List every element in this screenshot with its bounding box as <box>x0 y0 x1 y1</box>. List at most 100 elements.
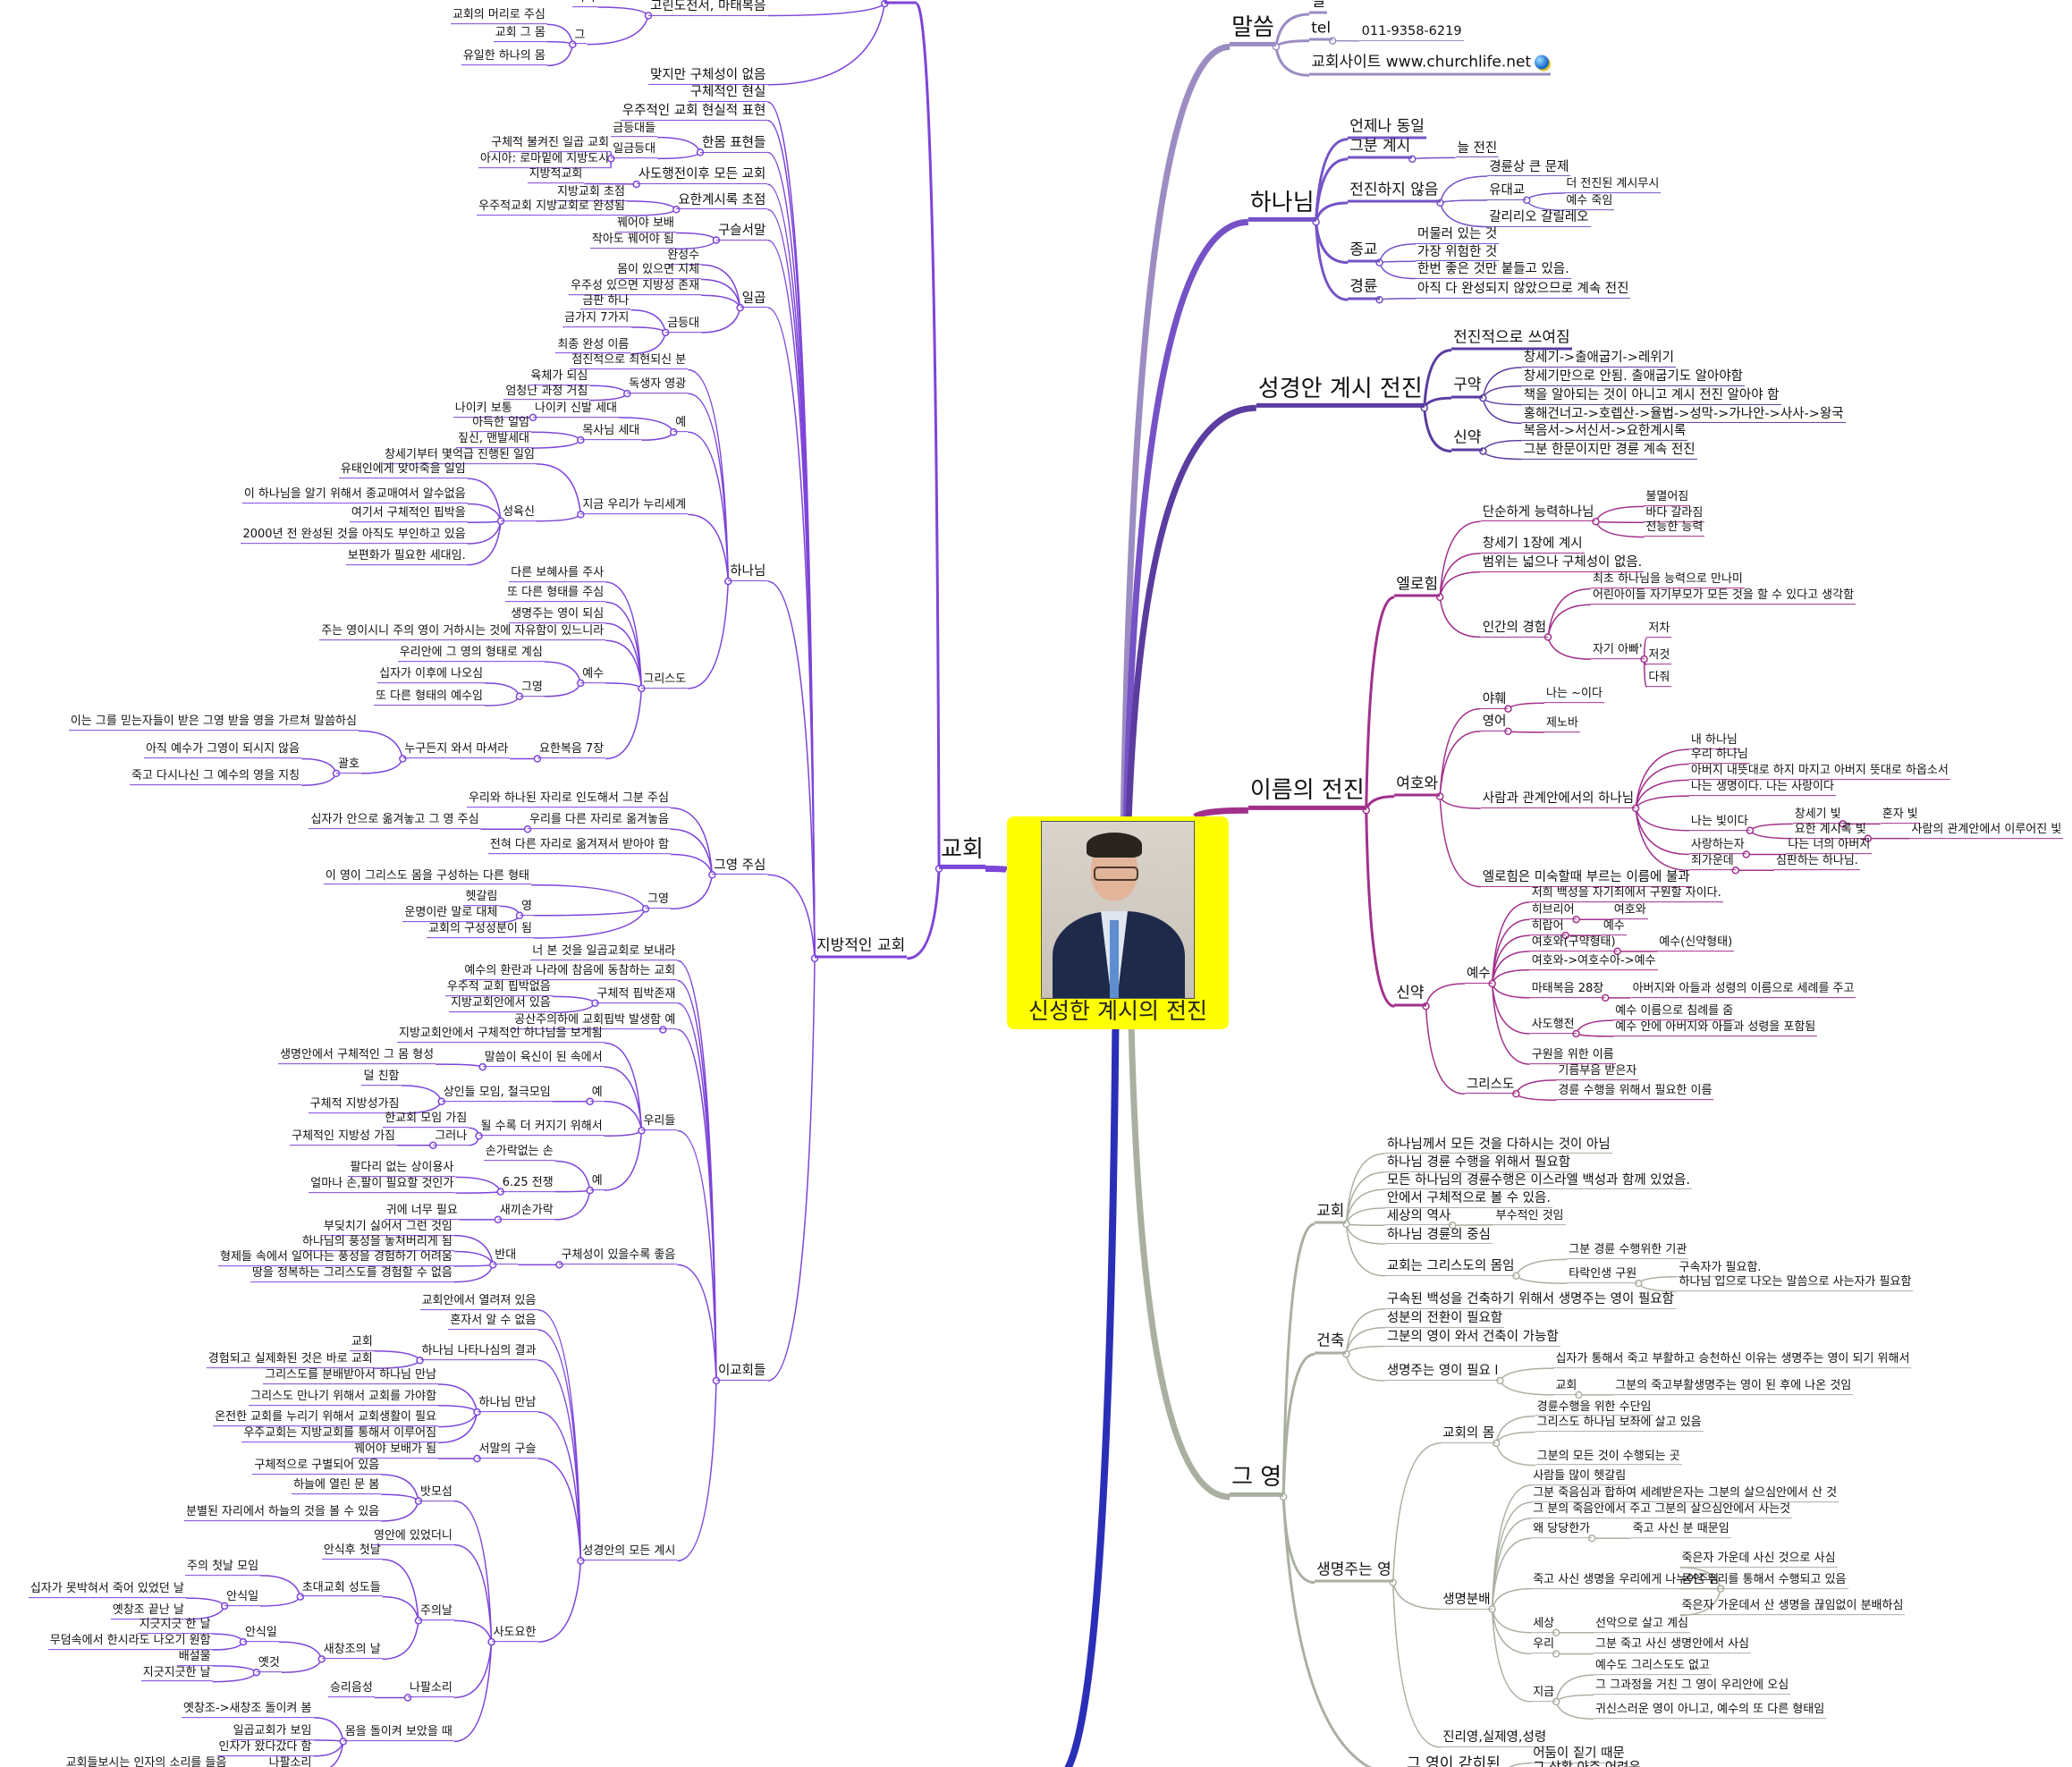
topic-node[interactable]: 엘로힘 <box>1394 576 1441 597</box>
topic-node[interactable]: 하나님 입으로 나오는 말씀으로 사는자가 필요함 <box>1677 1275 1914 1292</box>
collapse-toggle[interactable] <box>1587 1534 1596 1543</box>
topic-node[interactable]: 인자가 왔다갔다 함 <box>216 1740 314 1756</box>
topic-node[interactable]: 반대 <box>493 1248 519 1265</box>
topic-node[interactable]: 가장 위험한 것 <box>1416 245 1500 262</box>
topic-node[interactable]: 그분의 죽고부활생명주는 영이 된 후에 나온 것임 <box>1613 1379 1854 1395</box>
topic-node[interactable]: 그분의 모든 것이 수행되는 곳 <box>1535 1450 1682 1466</box>
collapse-toggle[interactable] <box>494 1215 503 1224</box>
topic-node[interactable]: 저것 <box>1646 648 1672 665</box>
topic-node[interactable]: 경륜상 큰 문제 <box>1487 159 1571 177</box>
topic-node[interactable]: 머물러 있는 것 <box>1416 227 1500 244</box>
topic-node[interactable]: 온전한 교회를 누리기 위해서 교회생활이 필요 <box>213 1411 439 1427</box>
topic-node[interactable]: 새창조의 날 <box>321 1643 383 1660</box>
topic-node[interactable]: 주의 첫날 모임 <box>185 1560 261 1576</box>
collapse-toggle[interactable] <box>488 1261 497 1269</box>
topic-node[interactable]: 전진하지 않음 <box>1348 182 1441 203</box>
topic-node[interactable]: 교회 <box>1553 1379 1579 1395</box>
topic-node[interactable]: 하나님 나타나심의 결과 <box>419 1344 538 1361</box>
topic-node[interactable]: 유대교 <box>1487 183 1527 200</box>
topic-node[interactable]: 성경안의 모든 계시 <box>580 1545 678 1561</box>
collapse-toggle[interactable] <box>672 206 681 214</box>
collapse-toggle[interactable] <box>1552 1650 1560 1658</box>
collapse-toggle[interactable] <box>1552 1628 1560 1636</box>
collapse-toggle[interactable] <box>533 755 542 763</box>
collapse-toggle[interactable] <box>1488 1605 1496 1613</box>
collapse-toggle[interactable] <box>569 40 577 48</box>
topic-node[interactable]: 교회 그 몸 <box>493 26 547 42</box>
topic-node[interactable]: 예수 <box>580 667 606 683</box>
branch-topic-names[interactable]: 이름의 전진 <box>1247 777 1366 811</box>
topic-node[interactable]: 아득한 일임 <box>470 416 531 433</box>
topic-node[interactable]: 창세기 빛 <box>1792 807 1843 824</box>
topic-node[interactable]: 요한 계시록 빛 <box>1792 823 1868 839</box>
topic-node[interactable]: 죽은자 가운데 사신 것으로 사심 <box>1679 1551 1838 1568</box>
topic-node[interactable]: 성분의 전환이 필요함 <box>1384 1311 1505 1328</box>
topic-node[interactable]: 최초 하나님을 능력으로 만나미 <box>1591 573 1745 589</box>
topic-node[interactable]: 목사님 세대 <box>580 424 642 441</box>
collapse-toggle[interactable] <box>1561 931 1569 940</box>
topic-node[interactable]: 안에서 구체적으로 볼 수 있음. <box>1384 1191 1552 1209</box>
topic-node[interactable]: 창세기부터 몇억급 진행된 일임 <box>383 448 537 464</box>
topic-node[interactable]: 그리스도 만나기 위해서 교회를 가야함 <box>249 1390 439 1406</box>
collapse-toggle[interactable] <box>473 1454 481 1463</box>
topic-node[interactable]: 예수도 그리스도도 없고 <box>1594 1659 1712 1676</box>
collapse-toggle[interactable] <box>317 1655 326 1663</box>
topic-node[interactable]: 나팔소리 <box>408 1682 454 1698</box>
topic-node[interactable]: 히브리어 <box>1529 903 1577 920</box>
topic-node[interactable]: 새끼손가락 <box>497 1204 555 1220</box>
collapse-toggle[interactable] <box>487 1637 495 1646</box>
collapse-toggle[interactable] <box>577 679 585 688</box>
topic-node[interactable]: 아직 예수가 그영이 되시지 않음 <box>144 743 302 759</box>
collapse-toggle[interactable] <box>641 905 650 913</box>
topic-node[interactable]: 구체적 지방성가짐 <box>308 1097 402 1114</box>
topic-node[interactable]: 생명안에서 구체적인 그 몸 형성 <box>278 1048 436 1065</box>
topic-node[interactable]: 구슬서말 <box>715 224 768 241</box>
collapse-toggle[interactable] <box>1512 1272 1520 1280</box>
topic-node[interactable]: 한교회 모임 가짐 <box>383 1112 469 1129</box>
central-topic[interactable]: 신성한 계시의 전진 <box>1007 816 1229 1029</box>
collapse-toggle[interactable] <box>414 1497 423 1505</box>
collapse-toggle[interactable] <box>1522 196 1531 205</box>
topic-node[interactable]: 서말의 구슬 <box>477 1442 538 1459</box>
collapse-toggle[interactable] <box>1592 518 1600 526</box>
collapse-toggle[interactable] <box>1492 1439 1501 1448</box>
topic-node[interactable]: 늘 전진 <box>1455 141 1500 158</box>
topic-node[interactable]: 이 영이 그리스도 몸을 구성하는 다른 형태 <box>323 869 531 885</box>
topic-node[interactable]: 승리음성 <box>327 1682 375 1698</box>
topic-node[interactable]: 초대교회 성도들 <box>300 1581 383 1597</box>
topic-node[interactable]: 하나 <box>572 0 598 8</box>
topic-node[interactable]: 나이키 신발 세대 <box>533 402 620 418</box>
topic-node[interactable]: 지방교회안에서 구체적인 하나님을 보게됨 <box>397 1027 605 1044</box>
topic-node[interactable]: 창세기 1장에 계시 <box>1480 537 1585 554</box>
topic-node[interactable]: 구속된 백성을 건축하기 위해서 생명주는 영이 필요함 <box>1384 1292 1676 1309</box>
topic-node[interactable]: 사람과 관계안에서의 하나님 <box>1480 791 1636 809</box>
topic-node[interactable]: 신약 <box>1451 429 1484 452</box>
topic-node[interactable]: 덜 친함 <box>361 1070 402 1086</box>
topic-node[interactable]: 그리스도를 분배받아서 하나님 만남 <box>263 1368 439 1384</box>
topic-node[interactable]: 우리 <box>1531 1638 1557 1654</box>
topic-node[interactable]: 전진적으로 쓰여짐 <box>1451 328 1572 351</box>
topic-node[interactable]: 우주성 있으면 지방성 존재 <box>569 279 702 296</box>
topic-node[interactable]: 어둠이 짙기 때문 <box>1531 1746 1627 1763</box>
topic-node[interactable]: 누구든지 와서 마셔라 <box>402 743 511 759</box>
topic-node[interactable]: 예 <box>663 1014 678 1030</box>
topic-node[interactable]: 하나님께서 모든 것을 다하시는 것이 아님 <box>1384 1137 1612 1154</box>
topic-node[interactable]: 옛창조 끝난 날 <box>110 1603 186 1619</box>
topic-node[interactable]: 완성수 <box>665 249 702 266</box>
topic-node[interactable]: 나는 빛이다 <box>1688 815 1750 831</box>
topic-node[interactable]: 안식일 <box>224 1590 261 1606</box>
collapse-toggle[interactable] <box>712 236 721 244</box>
topic-node[interactable]: 죽고 사신 분 때문임 <box>1630 1522 1731 1539</box>
collapse-toggle[interactable] <box>496 1188 504 1196</box>
topic-node[interactable]: 구체적으로 구별되어 있음 <box>252 1458 382 1475</box>
topic-node[interactable]: 이교회들 <box>715 1364 768 1382</box>
topic-node[interactable]: 예수 안에 아버지와 아들과 성령을 포함됨 <box>1613 1020 1818 1036</box>
topic-node[interactable]: 손가락없는 손 <box>483 1146 555 1162</box>
topic-node[interactable]: 예 <box>589 1174 605 1191</box>
topic-node[interactable]: 성육신 <box>501 505 537 521</box>
topic-node[interactable]: 그영 <box>519 681 545 697</box>
topic-node[interactable]: 지금 <box>1531 1686 1557 1702</box>
topic-node[interactable]: 그 <box>572 29 588 45</box>
topic-node[interactable]: 창세기->출애굽기->레위기 <box>1521 351 1676 368</box>
topic-node[interactable]: 심판하는 하나님. <box>1773 854 1860 871</box>
